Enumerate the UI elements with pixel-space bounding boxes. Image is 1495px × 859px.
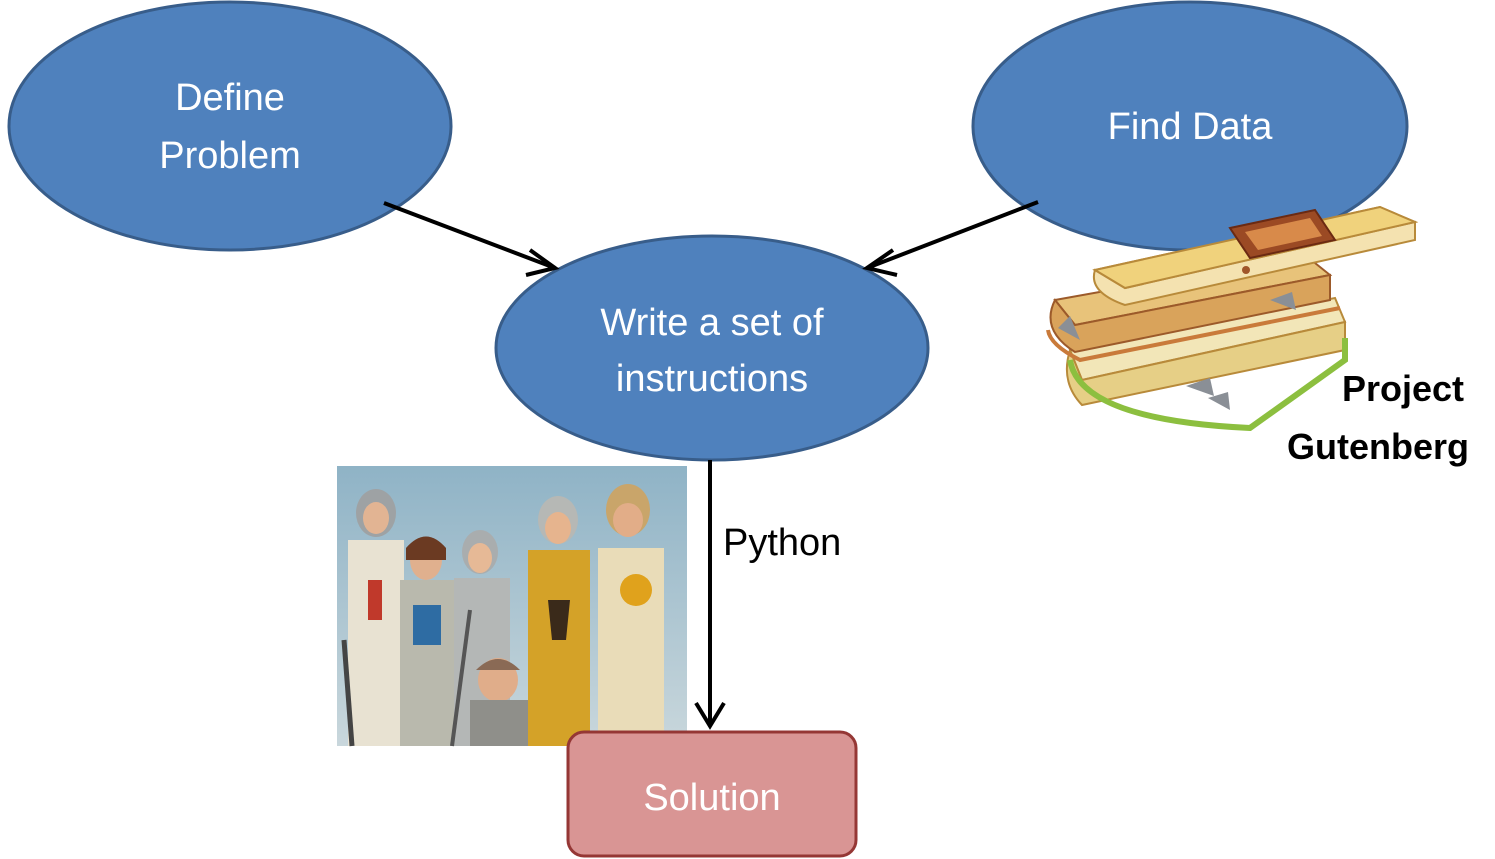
books-caption-line1: Project — [1342, 368, 1464, 409]
define-problem-line2: Problem — [159, 135, 301, 177]
arrow-define-to-write — [383, 201, 560, 277]
find-data-label: Find Data — [1108, 106, 1274, 148]
arrow-write-to-solution — [694, 460, 726, 730]
node-define-problem: Define Problem — [7, 0, 453, 252]
python-edge-label: Python — [723, 522, 841, 564]
write-instructions-line2: instructions — [616, 358, 808, 400]
define-problem-line1: Define — [175, 77, 285, 119]
node-find-data: Find Data — [971, 0, 1409, 252]
write-instructions-line1: Write a set of — [600, 302, 824, 344]
group-photo-icon — [341, 484, 664, 747]
arrow-find-to-write — [862, 200, 1039, 277]
books-caption-line2: Gutenberg — [1287, 426, 1469, 467]
solution-label: Solution — [643, 777, 780, 819]
knights-photo — [337, 466, 687, 747]
node-write-instructions: Write a set of instructions — [494, 234, 930, 462]
node-solution: Solution — [566, 730, 858, 858]
book-top-overlay — [1092, 205, 1419, 290]
